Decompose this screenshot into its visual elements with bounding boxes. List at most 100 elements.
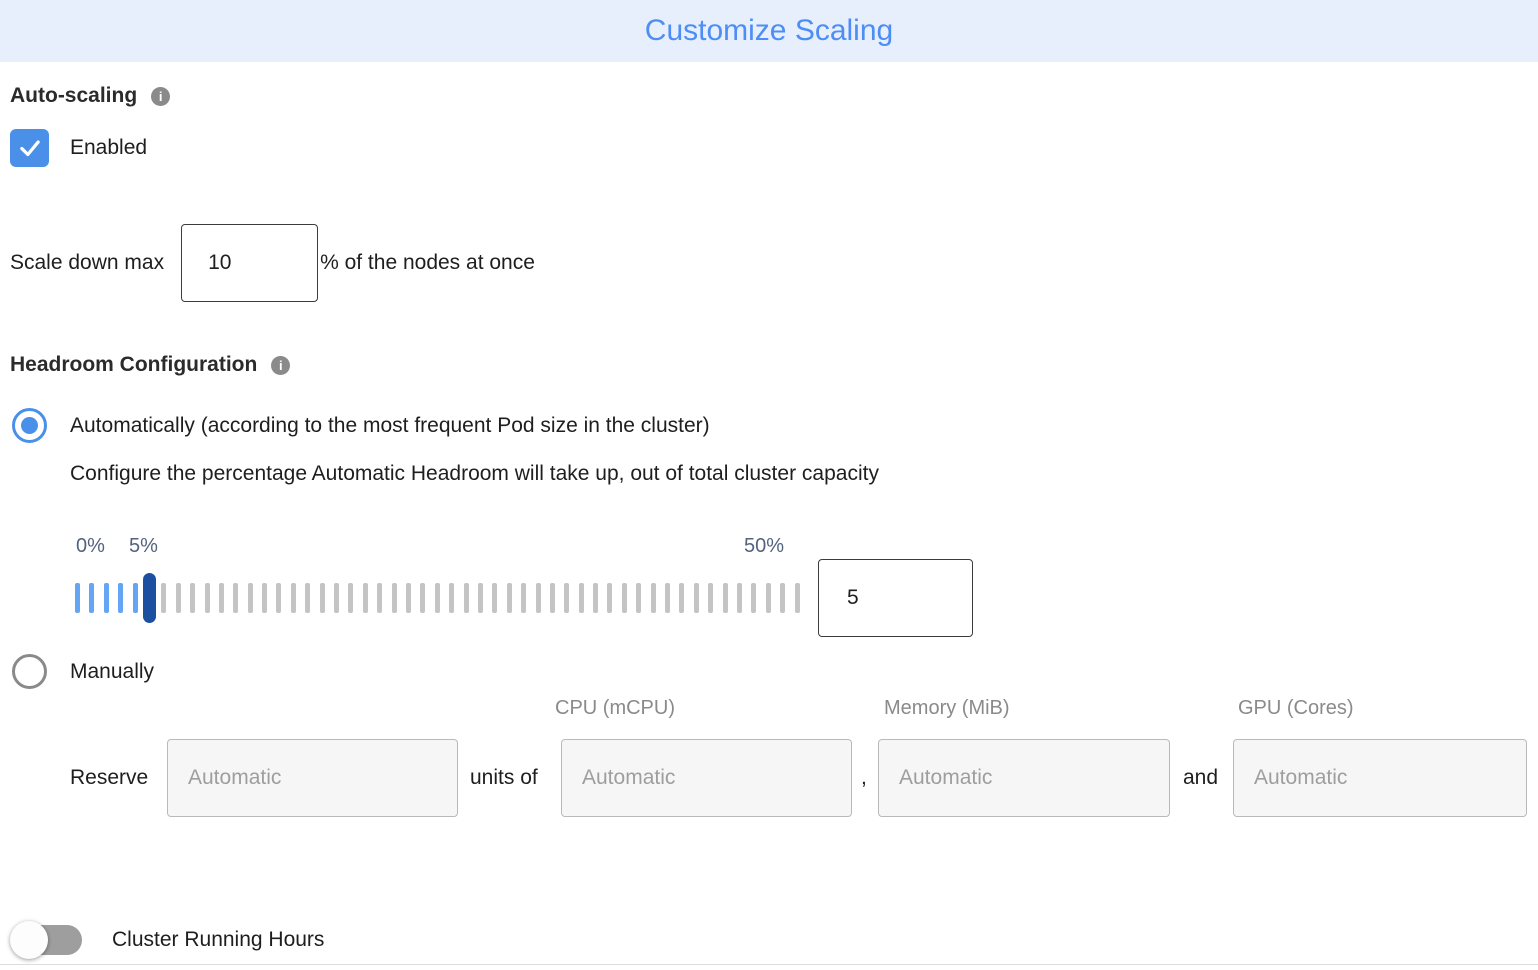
slider-tick <box>233 583 239 613</box>
slider-tick <box>305 583 311 613</box>
automatic-radio[interactable] <box>12 408 47 443</box>
cpu-column-header: CPU (mCPU) <box>555 697 675 719</box>
info-icon[interactable]: i <box>151 86 171 106</box>
slider-tick <box>319 583 325 613</box>
headroom-manual-option: Manually <box>12 654 1538 689</box>
slider-tick <box>549 583 555 613</box>
slider-tick <box>262 583 268 613</box>
slider-tick <box>118 583 124 613</box>
scale-down-max-input[interactable] <box>181 224 319 302</box>
comma-separator: , <box>861 766 867 789</box>
slider-tick <box>348 583 354 613</box>
enabled-checkbox-label: Enabled <box>70 136 148 159</box>
slider-tick <box>679 583 685 613</box>
slider-tick <box>463 583 469 613</box>
slider-tick <box>794 583 800 613</box>
and-label: and <box>1183 766 1219 789</box>
units-of-label: units of <box>470 766 538 789</box>
slider-tick <box>650 583 656 613</box>
headroom-slider[interactable] <box>75 559 800 637</box>
headroom-slider-labels: 0% 5% 50% <box>0 535 1538 559</box>
slider-tick <box>607 583 613 613</box>
headroom-slider-row <box>0 559 1538 637</box>
slider-tick <box>132 583 138 613</box>
reserve-units-input[interactable] <box>167 739 458 817</box>
toggle-knob[interactable] <box>10 921 48 959</box>
slider-tick <box>334 583 340 613</box>
footer: Cluster Running Hours <box>0 920 1538 965</box>
enabled-checkbox[interactable] <box>10 129 49 167</box>
manual-radio-label: Manually <box>70 659 155 683</box>
headroom-automatic-option: Automatically (according to the most fre… <box>12 408 1538 443</box>
scale-down-row: Scale down max % of the nodes at once <box>0 224 1538 302</box>
slider-tick <box>434 583 440 613</box>
slider-tick <box>708 583 714 613</box>
headroom-description: Configure the percentage Automatic Headr… <box>70 462 879 485</box>
slider-tick <box>564 583 570 613</box>
slider-tick <box>492 583 498 613</box>
manual-radio[interactable] <box>12 654 47 689</box>
cluster-running-hours-toggle[interactable] <box>10 921 82 959</box>
slider-tick <box>103 583 109 613</box>
slider-tick <box>593 583 599 613</box>
headroom-heading-label: Headroom Configuration <box>10 353 258 376</box>
slider-tick <box>362 583 368 613</box>
auto-scaling-heading-label: Auto-scaling <box>10 84 138 107</box>
auto-scaling-heading: Auto-scaling i <box>10 84 1538 108</box>
automatic-radio-label: Automatically (according to the most fre… <box>70 413 710 437</box>
slider-tick <box>190 583 196 613</box>
slider-tick <box>578 583 584 613</box>
slider-tick <box>75 583 80 613</box>
slider-tick <box>765 583 771 613</box>
reserve-gpu-input[interactable] <box>1233 739 1527 817</box>
gpu-column-header: GPU (Cores) <box>1238 697 1354 719</box>
slider-tick <box>377 583 383 613</box>
info-icon[interactable]: i <box>271 355 291 375</box>
slider-tick <box>290 583 296 613</box>
slider-tick <box>449 583 455 613</box>
headroom-slider-block: 0% 5% 50% <box>0 535 1538 637</box>
bottom-divider <box>0 964 1538 965</box>
scale-down-suffix: % of the nodes at once <box>320 251 535 274</box>
dialog-title: Customize Scaling <box>644 14 894 47</box>
reserve-memory-input[interactable] <box>878 739 1170 817</box>
slider-tick <box>420 583 426 613</box>
slider-min-label: 0% <box>76 535 105 557</box>
slider-tick <box>405 583 411 613</box>
auto-scaling-enabled-row: Enabled <box>10 129 1538 167</box>
dialog-header: Customize Scaling <box>0 0 1538 62</box>
slider-max-label: 50% <box>744 535 785 557</box>
checkmark-icon <box>19 140 40 157</box>
headroom-heading: Headroom Configuration i <box>10 353 1538 377</box>
slider-tick <box>247 583 253 613</box>
slider-tick <box>391 583 397 613</box>
headroom-percentage-input[interactable] <box>818 559 973 637</box>
headroom-slider-handle[interactable] <box>143 573 156 623</box>
slider-tick <box>161 583 167 613</box>
slider-tick <box>175 583 181 613</box>
slider-tick <box>665 583 671 613</box>
scale-down-label: Scale down max <box>10 251 165 274</box>
slider-tick <box>506 583 512 613</box>
slider-tick <box>276 583 282 613</box>
slider-tick <box>621 583 627 613</box>
slider-tick <box>636 583 642 613</box>
headroom-slider-ticks <box>75 583 800 613</box>
slider-tick <box>722 583 728 613</box>
slider-tick <box>521 583 527 613</box>
slider-tick <box>204 583 210 613</box>
slider-tick <box>780 583 786 613</box>
slider-tick <box>89 583 95 613</box>
cluster-running-hours-label: Cluster Running Hours <box>112 928 325 951</box>
reserve-row: Reserve units of , and <box>0 739 1538 817</box>
slider-tick <box>751 583 757 613</box>
reserve-label: Reserve <box>70 766 149 789</box>
slider-tick <box>218 583 224 613</box>
radio-dot <box>21 417 38 434</box>
slider-tick <box>693 583 699 613</box>
cluster-running-hours-row: Cluster Running Hours <box>10 920 1538 960</box>
reserve-cpu-input[interactable] <box>561 739 852 817</box>
slider-current-label: 5% <box>129 535 158 557</box>
slider-tick <box>736 583 742 613</box>
memory-column-header: Memory (MiB) <box>884 697 1010 719</box>
